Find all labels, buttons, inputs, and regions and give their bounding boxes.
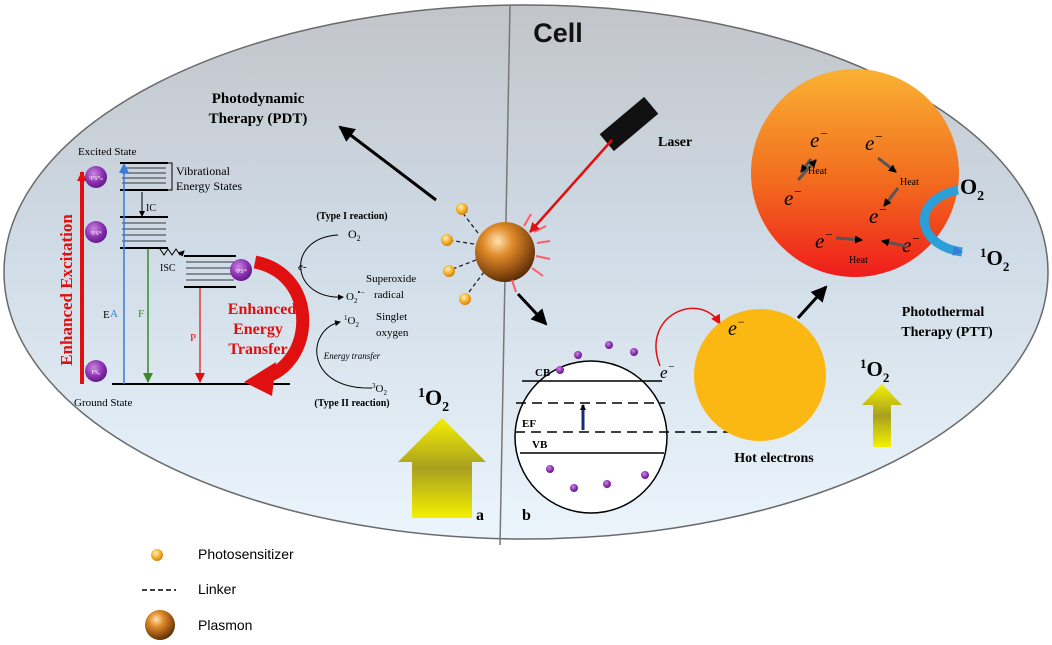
singlet-o2-symbol: 1O2 [344, 314, 359, 329]
o2-conversion-arrow [919, 185, 963, 257]
ptt-big-singlet-o2: 1O2 [860, 356, 889, 385]
ground-state-label: Ground State [74, 397, 132, 409]
pdt-yellow-arrow [398, 418, 486, 518]
vibrational-label-1: Vibrational [176, 164, 231, 178]
ptt-label-line2: Therapy (PTT) [901, 325, 993, 340]
enhanced-transfer-2: Energy [233, 321, 283, 338]
cell-title: Cell [533, 18, 583, 48]
laser-icon [599, 96, 659, 152]
ic-label: IC [146, 203, 156, 214]
band-electron-symbol: e− [660, 361, 675, 382]
band-electrons [546, 341, 649, 492]
pdt-big-singlet-o2: 1O2 [418, 385, 449, 415]
ps-triplet-label: ³PS* [235, 269, 246, 275]
legend: Photosensitizer Linker Plasmon [142, 546, 294, 640]
heat-sphere [751, 69, 959, 277]
svg-text:e−: e− [810, 126, 828, 152]
vibrational-label-2: Energy States [176, 179, 242, 193]
type1-label: (Type I reaction) [316, 211, 387, 222]
pdt-label-line1: Photodynamic [212, 91, 305, 107]
ptt-label-line1: Photothermal [902, 305, 985, 320]
energy-transfer-arc [253, 255, 310, 385]
panel-b-label: b [522, 507, 531, 524]
ps-triplet [230, 259, 252, 281]
heat-label-3: Heat [849, 255, 868, 266]
singlet-label-2: oxygen [376, 327, 409, 339]
legend-linker: Linker [198, 581, 236, 597]
band-diagram [514, 360, 668, 514]
isc-arrow [159, 248, 185, 257]
transition-p: P [190, 332, 196, 344]
hot-electron-red-arc [655, 307, 721, 367]
ptt-singlet-o2: 1O2 [980, 245, 1009, 274]
transition-a: A [110, 308, 118, 320]
panel-a-label: a [476, 507, 484, 524]
heat-label-2: Heat [900, 177, 919, 188]
heat-flow-arrows [796, 156, 906, 248]
laser-beam [529, 139, 613, 233]
hot-to-heat-arrow [796, 285, 828, 320]
legend-plasmon: Plasmon [198, 617, 252, 633]
type2-label: (Type II reaction) [314, 398, 389, 409]
triplet-o2-symbol: 3O2 [372, 382, 387, 397]
enhanced-transfer-3: Transfer [228, 341, 287, 358]
superoxide-label-2: radical [374, 289, 404, 301]
photosensitizer-icon [151, 549, 163, 561]
band-vb: VB [532, 439, 548, 451]
ps-excited-higher-label: ¹PS*ₙ [89, 176, 103, 182]
energy-transfer-label: Energy transfer [323, 351, 381, 361]
band-cb: CB [535, 367, 551, 379]
type2-arc [316, 320, 373, 389]
pdt-label-line2: Therapy (PDT) [209, 111, 308, 127]
superoxide-label-1: Superoxide [366, 273, 416, 285]
svg-text:e−: e− [815, 227, 833, 253]
plasmon-glow [511, 213, 551, 293]
enhanced-excitation-label: Enhanced Excitation [57, 214, 76, 366]
hot-electrons-label: Hot electrons [734, 451, 814, 466]
svg-text:e−: e− [902, 231, 920, 257]
vibrational-bracket [168, 162, 173, 191]
type1-o2: O2 [348, 227, 361, 243]
svg-text:e−: e− [784, 184, 802, 210]
type1-electron: e- [298, 261, 307, 273]
isc-label: ISC [160, 263, 176, 274]
heat-electrons: e− e− e− e− e− e− [784, 126, 920, 257]
ps-excited-singlet [85, 221, 107, 243]
svg-text:e−: e− [869, 202, 887, 228]
plasmon-sphere-icon [145, 610, 175, 640]
transition-f: F [138, 308, 144, 320]
transition-e: E [103, 309, 110, 321]
ptt-yellow-arrow [862, 384, 902, 447]
band-ef: EF [522, 418, 536, 430]
heat-label-1: Heat [808, 166, 827, 177]
pdt-arrow [338, 125, 437, 202]
hot-electrons-sphere [694, 309, 826, 441]
hot-electron-symbol: e− [728, 315, 745, 340]
singlet-label-1: Singlet [376, 311, 407, 323]
ps-excited-singlet-label: ¹PS* [90, 231, 101, 237]
legend-photosensitizer: Photosensitizer [198, 546, 294, 562]
excited-state-label: Excited State [78, 146, 136, 158]
ps-excited-higher [85, 166, 107, 188]
np-to-band-arrow [516, 292, 548, 326]
svg-text:e−: e− [865, 129, 883, 155]
enhanced-transfer-1: Enhanced [228, 301, 297, 318]
type1-arc [300, 234, 344, 301]
energy-transfer-arrowhead [244, 362, 276, 396]
ptt-o2: O2 [960, 174, 984, 204]
laser-label: Laser [658, 135, 692, 150]
ps-ground [85, 360, 107, 382]
ps-ground-label: PS₀ [92, 370, 101, 376]
plasmon-nanoparticle [441, 203, 535, 305]
